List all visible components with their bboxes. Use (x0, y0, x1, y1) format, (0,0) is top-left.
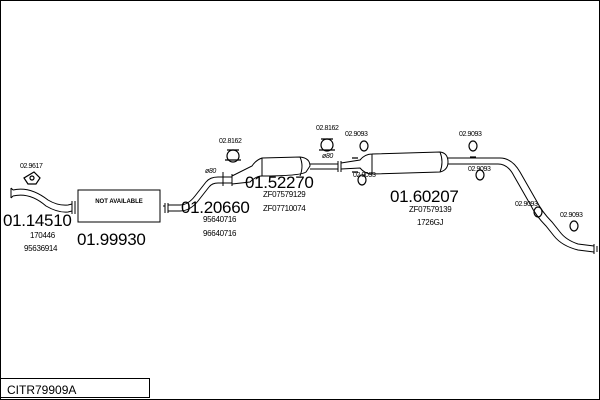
fitting-hanger-3 (468, 140, 478, 152)
fitting-hanger-5 (533, 206, 543, 218)
part-ref-intermediate-pipe-2: 96640716 (203, 229, 237, 238)
fitting-hanger-1 (359, 140, 369, 152)
fitting-label-5: 02.9093 (353, 172, 376, 179)
part-number-center-silencer: 01.52270 (245, 173, 314, 192)
part-ref-rear-silencer-2: 1726GJ (417, 218, 444, 227)
fitting-label-7: 02.9093 (468, 166, 491, 173)
front-pipe-drawing (10, 187, 76, 214)
part-ref-center-silencer-2: ZF07710074 (263, 204, 306, 213)
fitting-label-4: 02.9093 (345, 131, 368, 138)
fitting-label-1: 02.9617 (20, 163, 43, 170)
fitting-clamp-2 (320, 138, 334, 152)
fitting-hanger-2 (357, 174, 367, 186)
part-number-front-pipe: 01.14510 (3, 211, 72, 230)
title-box: CITR79909A (0, 378, 150, 398)
part-number-rear-silencer: 01.60207 (390, 187, 459, 206)
fitting-gasket-1 (23, 171, 41, 185)
fitting-label-6: 02.9093 (459, 131, 482, 138)
fitting-label-8: 02.9093 (515, 201, 538, 208)
part-ref-front-pipe-1: 170446 (30, 231, 55, 240)
part-number-intermediate-pipe: 01.20660 (181, 198, 250, 217)
fitting-label-2: 02.8162 (219, 138, 242, 145)
not-available-text: NOT AVAILABLE (95, 199, 143, 205)
diameter-label-1: ø80 (205, 168, 216, 175)
part-number-catalyst: 01.99930 (77, 230, 146, 249)
part-ref-intermediate-pipe-1: 95640716 (203, 215, 237, 224)
center-silencer-drawing (231, 156, 342, 185)
diagram-title: CITR79909A (7, 383, 77, 397)
catalyst-box (77, 189, 161, 223)
fitting-label-3: 02.8162 (316, 125, 339, 132)
part-ref-center-silencer-1: ZF07579129 (263, 190, 306, 199)
part-ref-front-pipe-2: 95636914 (24, 244, 58, 253)
catalyst-not-available: NOT AVAILABLE (82, 199, 156, 206)
rear-silencer-drawing (340, 151, 598, 254)
fitting-label-9: 02.9093 (560, 212, 583, 219)
fitting-hanger-6 (569, 220, 579, 232)
diameter-label-2: ø80 (322, 153, 333, 160)
intermediate-pipe-drawing (163, 172, 233, 213)
fitting-hanger-4 (475, 169, 485, 181)
part-ref-rear-silencer-1: ZF07579139 (409, 205, 452, 214)
fittings-drawing (23, 138, 579, 232)
